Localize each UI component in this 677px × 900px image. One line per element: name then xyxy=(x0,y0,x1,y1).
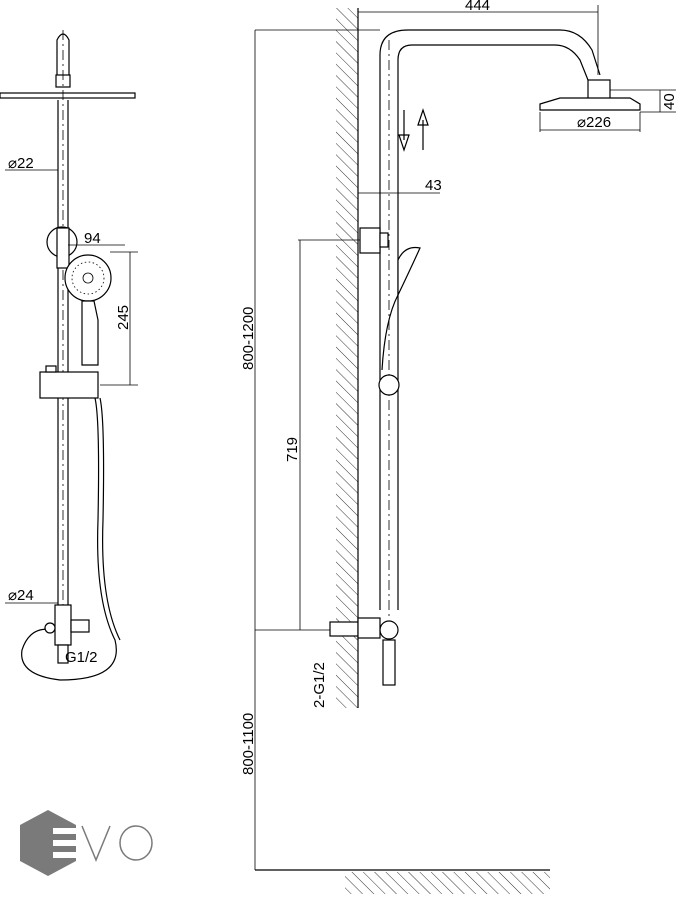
pipe-diameter-label: ⌀22 xyxy=(8,155,34,172)
side-valve xyxy=(379,620,399,640)
valve xyxy=(54,604,72,646)
total-height-label: 800-1200 xyxy=(240,307,257,370)
down-arrow-icon xyxy=(398,110,410,152)
lower-pipe-diameter-label: ⌀24 xyxy=(8,587,34,604)
head-diameter-label: ⌀226 xyxy=(577,114,611,131)
side-hand-shower xyxy=(397,246,421,296)
rain-head-side xyxy=(539,97,641,111)
inlet-thread-label: G1/2 xyxy=(65,649,98,666)
side-slider xyxy=(378,374,400,396)
up-arrow-icon xyxy=(417,108,429,150)
head-thickness-label: 40 xyxy=(661,93,677,110)
hand-shower-height-label: 245 xyxy=(115,305,132,330)
install-height-label: 800-1100 xyxy=(240,713,257,775)
side-view: 444 40 ⌀226 43 800-1200 719 2-G1/2 800-1… xyxy=(240,0,677,894)
side-wall-bracket xyxy=(359,227,381,254)
wall-hatch xyxy=(336,8,358,708)
rain-head-front xyxy=(0,92,136,99)
side-wall-outlet xyxy=(329,621,359,637)
hose xyxy=(21,397,117,681)
wall-offset-label: 43 xyxy=(425,177,442,194)
evo-logo xyxy=(20,810,153,876)
hand-shower-width-label: 94 xyxy=(84,230,101,247)
floor-hatch xyxy=(345,872,550,894)
head-ball-joint xyxy=(587,79,611,101)
slider-height-label: 719 xyxy=(284,437,301,462)
arm-reach-label: 444 xyxy=(465,0,490,14)
front-view: ⌀22 94 245 ⌀24 G1/2 xyxy=(0,30,138,681)
hand-shower-handle xyxy=(81,300,99,366)
shower-arm xyxy=(379,29,601,610)
slider xyxy=(39,371,99,399)
side-inlet-thread-label: 2-G1/2 xyxy=(311,662,328,708)
